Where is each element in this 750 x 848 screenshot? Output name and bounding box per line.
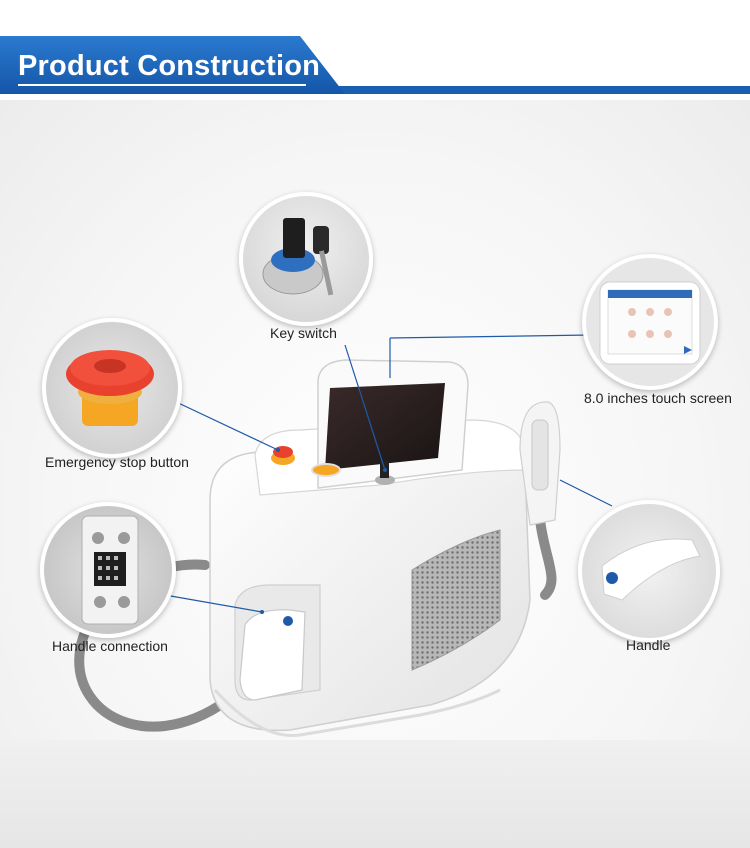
callout-touch-screen (582, 254, 718, 390)
front-handle (239, 609, 306, 701)
callout-emergency-stop (42, 318, 182, 458)
callout-handle (578, 500, 720, 642)
callout-key-switch (239, 192, 373, 326)
label-touch-screen: 8.0 inches touch screen (584, 390, 732, 406)
leader-key-switch (344, 344, 386, 471)
callout-handle-connection (40, 502, 176, 638)
speaker-grill (411, 529, 501, 671)
label-emergency-stop: Emergency stop button (45, 454, 189, 470)
page-title: Product Construction (18, 50, 321, 82)
label-key-switch: Key switch (270, 325, 337, 341)
header-bar (0, 86, 750, 94)
leader-touch-screen (389, 334, 591, 378)
title-underline (18, 84, 306, 86)
leader-handle (559, 479, 613, 507)
header: Product Construction (0, 0, 750, 100)
leader-emergency-stop (171, 399, 279, 451)
label-handle-connection: Handle connection (52, 638, 168, 654)
machine-screen (325, 383, 445, 470)
leader-handle-connection (164, 594, 263, 613)
leader-lines (164, 334, 613, 613)
label-handle: Handle (626, 637, 671, 653)
floor-shadow (0, 740, 750, 848)
